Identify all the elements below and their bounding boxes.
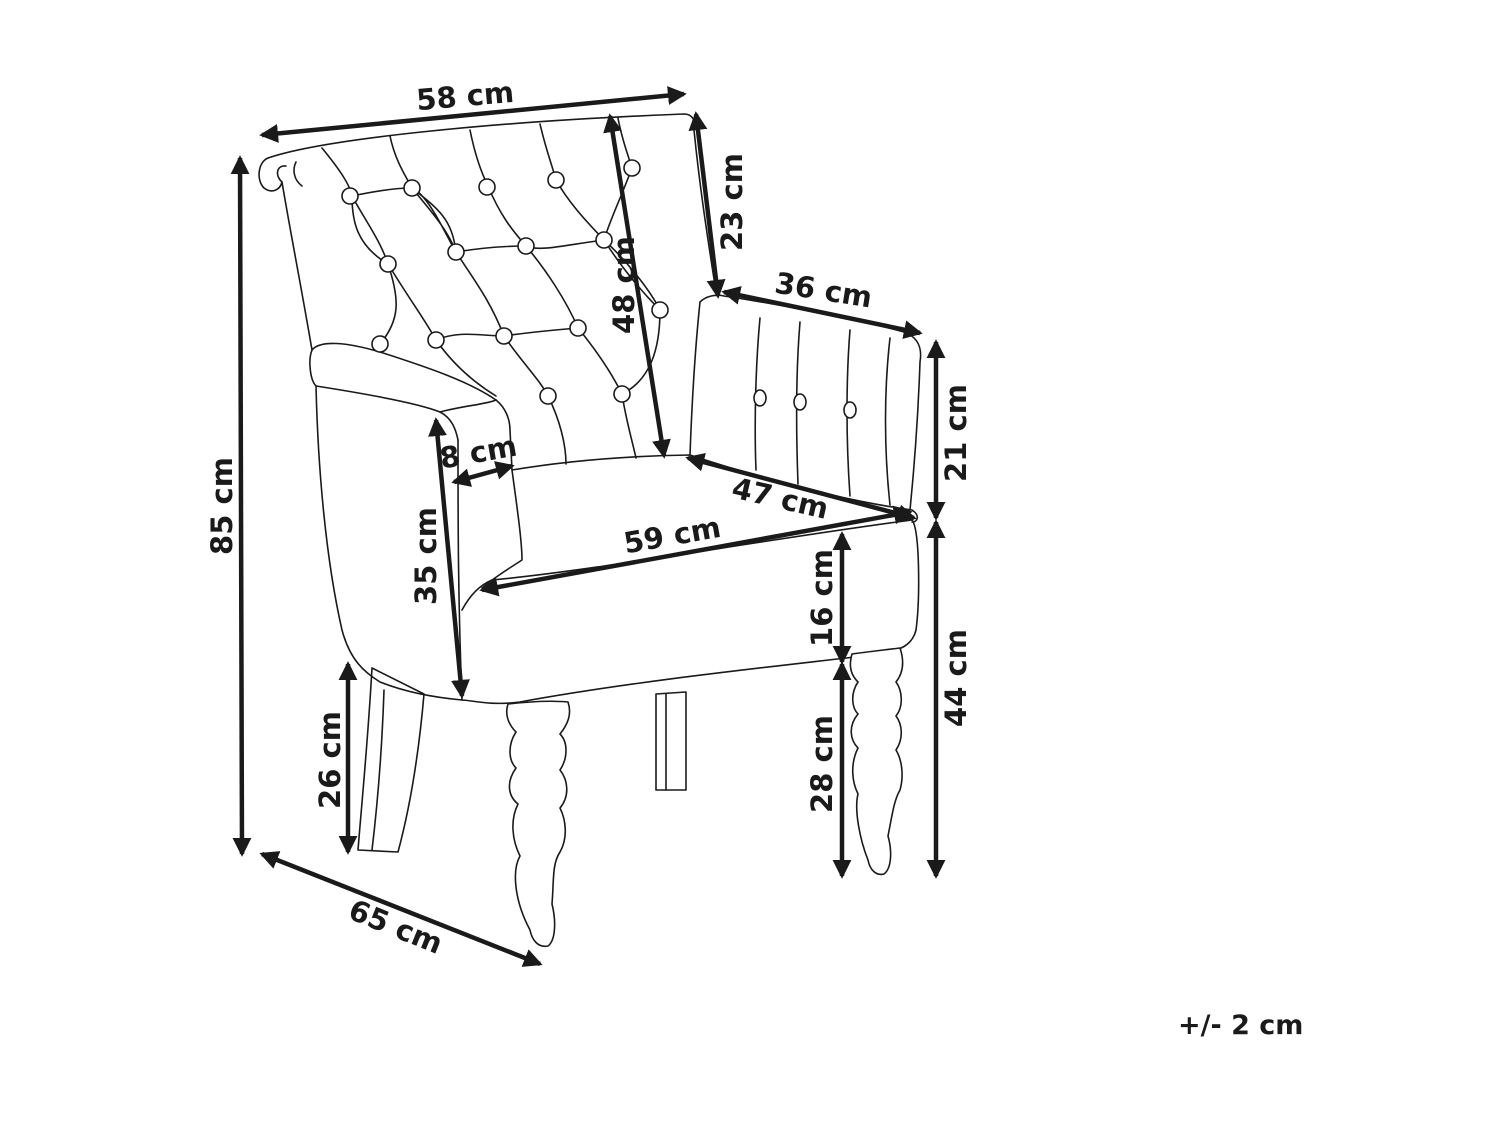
front-right-leg bbox=[849, 647, 904, 876]
label-front-leg-height: 28 cm bbox=[805, 715, 839, 813]
label-total-height: 85 cm bbox=[205, 457, 239, 555]
arrow-width-top bbox=[259, 86, 687, 143]
front-left-leg bbox=[505, 700, 571, 948]
label-seat-height: 44 cm bbox=[939, 629, 973, 727]
arrow-depth-bottom bbox=[259, 851, 543, 967]
dimension-arrows bbox=[230, 86, 946, 967]
label-depth-bottom: 65 cm bbox=[344, 893, 447, 961]
tolerance-note: +/- 2 cm bbox=[1178, 1010, 1304, 1041]
dimension-labels: 58 cm 85 cm 48 cm 23 cm 36 cm 21 cm 8 cm… bbox=[205, 75, 973, 961]
label-armrest-top-height: 23 cm bbox=[715, 153, 749, 251]
rear-left-leg bbox=[357, 667, 425, 853]
arrow-backrest-height bbox=[603, 113, 671, 459]
label-width-top: 58 cm bbox=[415, 75, 515, 117]
arrow-seat-width bbox=[479, 505, 913, 597]
arrow-armrest-top-height bbox=[688, 111, 726, 299]
label-backrest-height: 48 cm bbox=[607, 236, 641, 334]
arrow-total-height bbox=[230, 155, 252, 857]
rear-right-leg bbox=[655, 691, 687, 791]
label-seat-cushion-height: 16 cm bbox=[805, 549, 839, 647]
arrow-armrest-depth bbox=[721, 286, 923, 339]
label-seat-width: 59 cm bbox=[621, 510, 723, 560]
label-armrest-front-height: 35 cm bbox=[409, 507, 443, 605]
arrow-armrest-front-height bbox=[428, 417, 470, 699]
backrest bbox=[258, 113, 717, 351]
label-seat-depth: 47 cm bbox=[729, 471, 832, 526]
label-rear-leg-height: 26 cm bbox=[313, 711, 347, 809]
label-armrest-height: 21 cm bbox=[939, 384, 973, 482]
